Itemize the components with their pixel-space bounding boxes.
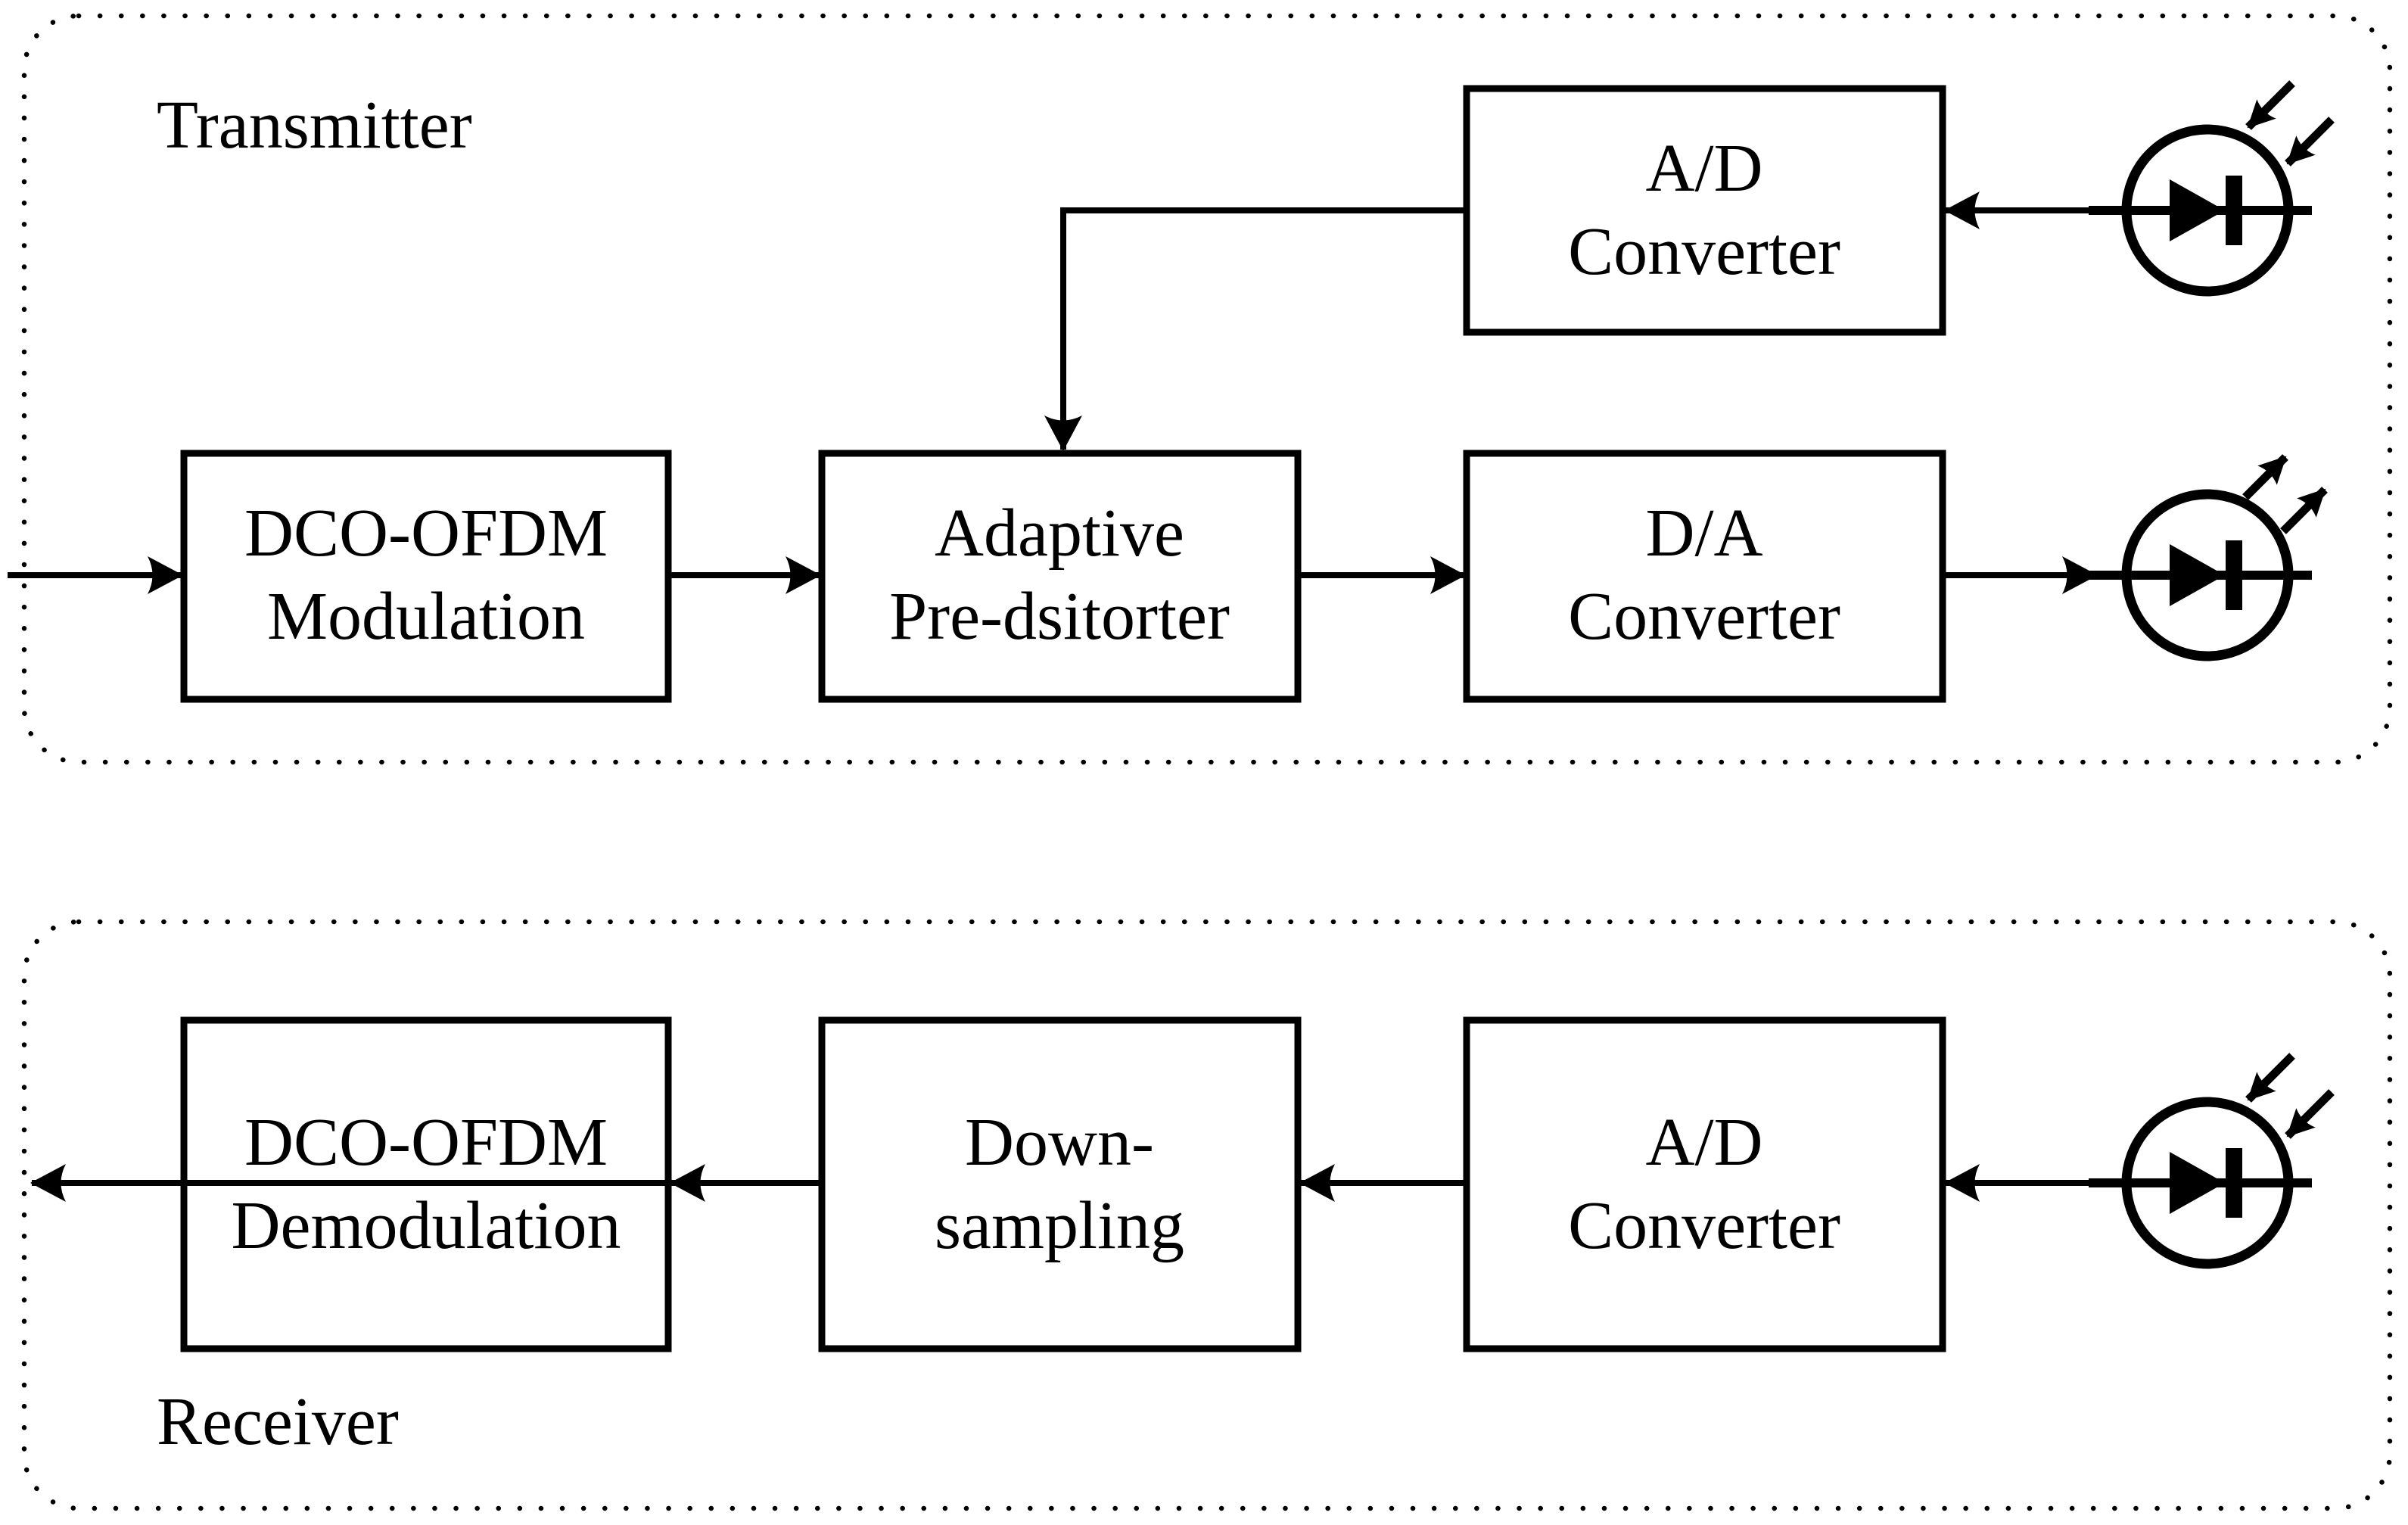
block-dco-ofdm-modulation-line2: Modulation bbox=[267, 579, 585, 654]
receiver-boundary bbox=[21, 919, 2393, 1511]
block-rx-ad-converter bbox=[1463, 1016, 1946, 1352]
block-adaptive-predistorter-line1: Adaptive bbox=[935, 496, 1184, 571]
block-adaptive-predistorter bbox=[818, 450, 1302, 703]
led-icon bbox=[2089, 457, 2325, 656]
block-adaptive-predistorter-line2: Pre-dsitorter bbox=[889, 579, 1230, 654]
block-dco-ofdm-modulation-line1: DCO-OFDM bbox=[244, 496, 608, 571]
block-downsampling-line1: Down- bbox=[965, 1105, 1154, 1180]
block-dco-ofdm-demodulation-line1: DCO-OFDM bbox=[244, 1105, 608, 1180]
block-rx-ad-converter-line1: A/D bbox=[1646, 1105, 1763, 1180]
block-downsampling-line2: sampling bbox=[935, 1188, 1184, 1263]
block-da-converter-line1: D/A bbox=[1646, 496, 1763, 571]
receiver-label: Receiver bbox=[157, 1384, 399, 1459]
block-rx-ad-converter-line2: Converter bbox=[1568, 1188, 1840, 1263]
block-downsampling bbox=[818, 1016, 1302, 1352]
transmitter-label: Transmitter bbox=[157, 88, 472, 163]
block-feedback-ad-converter-line2: Converter bbox=[1568, 214, 1840, 289]
arrow-feedback-adc-to-predistorter bbox=[1044, 207, 1467, 451]
light-emission-rays bbox=[2245, 457, 2325, 531]
block-feedback-ad-converter-line1: A/D bbox=[1646, 131, 1763, 206]
block-dco-ofdm-modulation bbox=[180, 450, 672, 703]
rx-photodiode-icon bbox=[2089, 1056, 2332, 1264]
feedback-photodiode-icon bbox=[2089, 83, 2332, 291]
block-feedback-ad-converter bbox=[1463, 85, 1946, 336]
block-dco-ofdm-demodulation-line2: Demodulation bbox=[232, 1188, 621, 1263]
transmitter-boundary bbox=[21, 13, 2393, 765]
block-da-converter-line2: Converter bbox=[1568, 579, 1840, 654]
block-da-converter bbox=[1463, 450, 1946, 703]
